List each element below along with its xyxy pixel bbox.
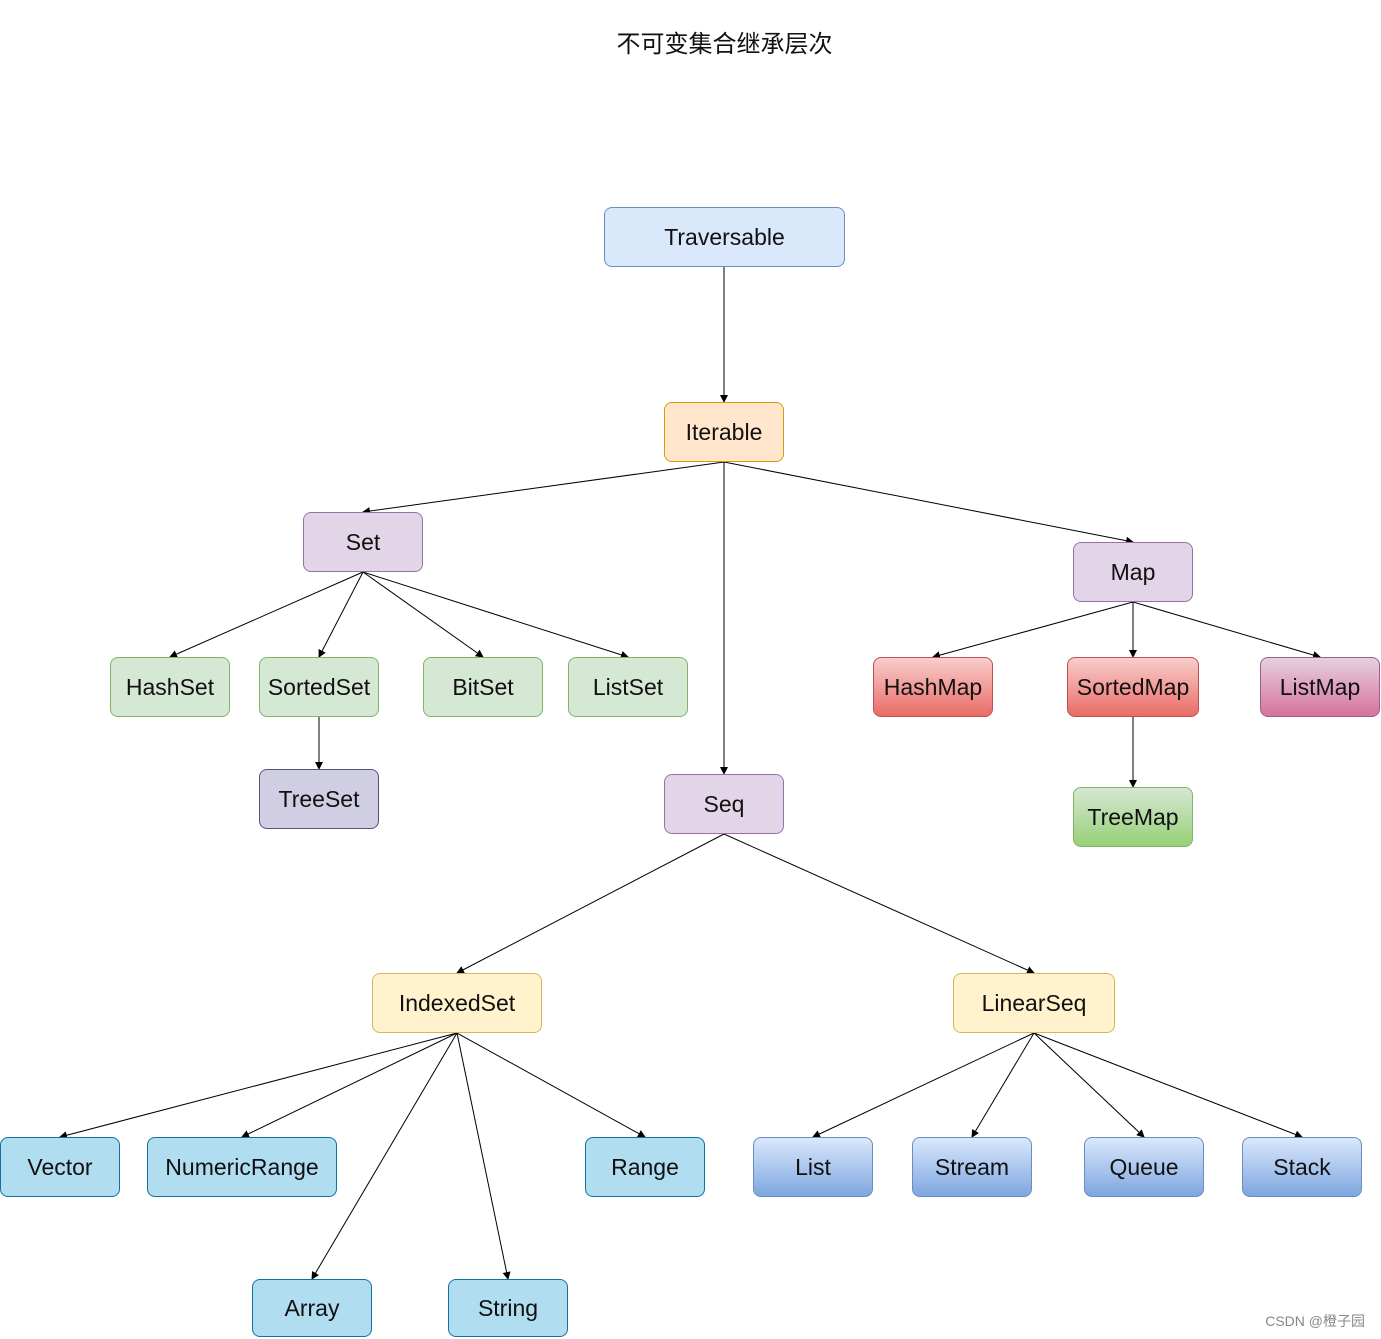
node-numericrange: NumericRange	[147, 1137, 337, 1197]
node-set: Set	[303, 512, 423, 572]
node-stream: Stream	[912, 1137, 1032, 1197]
node-seq: Seq	[664, 774, 784, 834]
edge-seq-indexedset	[456, 833, 725, 974]
node-array: Array	[252, 1279, 372, 1337]
node-list: List	[753, 1137, 873, 1197]
node-sortedmap: SortedMap	[1067, 657, 1199, 717]
node-linearseq: LinearSeq	[953, 973, 1115, 1033]
node-listset: ListSet	[568, 657, 688, 717]
edge-iterable-map	[723, 461, 1134, 545]
edge-set-bitset	[362, 571, 484, 658]
edge-iterable-set	[362, 461, 725, 516]
edge-linearseq-queue	[1033, 1032, 1145, 1138]
edge-map-hashmap	[932, 601, 1134, 660]
node-hashmap: HashMap	[873, 657, 993, 717]
node-indexedset: IndexedSet	[372, 973, 542, 1033]
node-treeset: TreeSet	[259, 769, 379, 829]
edge-indexedset-range	[456, 1032, 646, 1138]
edge-set-sortedset	[318, 571, 364, 658]
edge-indexedset-vector	[59, 1032, 458, 1140]
node-vector: Vector	[0, 1137, 120, 1197]
node-string: String	[448, 1279, 568, 1337]
node-iterable: Iterable	[664, 402, 784, 462]
node-bitset: BitSet	[423, 657, 543, 717]
node-traversable: Traversable	[604, 207, 845, 267]
edge-set-listset	[362, 571, 629, 659]
node-map: Map	[1073, 542, 1193, 602]
edge-indexedset-string	[456, 1032, 511, 1280]
edge-map-listmap	[1132, 601, 1321, 659]
node-hashset: HashSet	[110, 657, 230, 717]
edge-linearseq-list	[812, 1032, 1035, 1138]
edge-set-hashset	[169, 571, 364, 658]
watermark: CSDN @橙子园	[1265, 1313, 1365, 1329]
node-range: Range	[585, 1137, 705, 1197]
node-sortedset: SortedSet	[259, 657, 379, 717]
edge-indexedset-array	[311, 1032, 458, 1280]
node-stack: Stack	[1242, 1137, 1362, 1197]
edge-indexedset-numericrange	[241, 1032, 458, 1138]
edge-linearseq-stream	[971, 1032, 1035, 1138]
node-queue: Queue	[1084, 1137, 1204, 1197]
edge-linearseq-stack	[1033, 1032, 1303, 1139]
diagram-title: 不可变集合继承层次	[616, 31, 833, 58]
node-listmap: ListMap	[1260, 657, 1380, 717]
node-treemap: TreeMap	[1073, 787, 1193, 847]
edge-seq-linearseq	[723, 833, 1035, 974]
